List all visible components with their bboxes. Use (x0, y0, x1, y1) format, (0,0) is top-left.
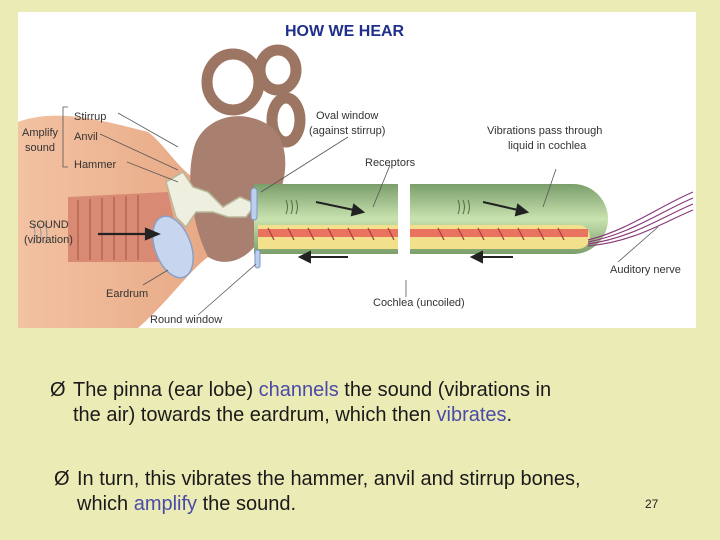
bullet-pinna: Ø The pinna (ear lobe) channels the soun… (50, 378, 700, 428)
label-auditory-nerve: Auditory nerve (610, 264, 681, 276)
ear-diagram-svg: HOW WE HEAR Stirrup Anvil Hammer Amplify… (18, 23, 694, 328)
label-round-window: Round window (150, 314, 222, 326)
diagram-title: HOW WE HEAR (285, 23, 405, 40)
bullet-marker: Ø (54, 468, 70, 490)
auditory-nerve (587, 191, 694, 247)
cochlea-arrows (297, 201, 530, 264)
bullet-ossicles: Ø In turn, this vibrates the hammer, anv… (54, 467, 704, 517)
label-hammer: Hammer (74, 159, 117, 171)
label-eardrum: Eardrum (106, 288, 148, 300)
bullet-ossicles-line2: which amplify the sound. (77, 493, 297, 515)
label-vibrations-pass: Vibrations pass through (487, 125, 602, 137)
bullet-marker: Ø (50, 379, 66, 401)
label-vibration: (vibration) (24, 234, 73, 246)
wave-marks-right (457, 199, 470, 215)
label-sound: sound (25, 142, 55, 154)
round-window (254, 249, 261, 269)
bullet-pinna-line2: the air) towards the eardrum, which then… (73, 404, 513, 426)
highlight-amplify: amplify (133, 493, 198, 515)
label-sound-caps: SOUND (29, 219, 69, 231)
receptor-lines (267, 227, 565, 241)
label-amplify: Amplify (22, 127, 59, 139)
semicircular-canals (201, 44, 306, 148)
cochlea-gap (398, 177, 410, 272)
receptor-strip (258, 229, 588, 237)
label-receptors: Receptors (365, 157, 416, 169)
bullet-ossicles-line1: In turn, this vibrates the hammer, anvil… (77, 468, 581, 490)
oval-window (250, 187, 258, 221)
sound-arrow (98, 227, 161, 241)
ear-diagram: HOW WE HEAR Stirrup Anvil Hammer Amplify… (18, 12, 696, 328)
eardrum-shape (152, 215, 194, 279)
sound-waves (32, 223, 48, 245)
label-cochlea-uncoiled: Cochlea (uncoiled) (373, 297, 465, 309)
highlight-channels: channels (258, 379, 339, 401)
page-number: 27 (645, 497, 659, 511)
label-against-stirrup: (against stirrup) (309, 125, 385, 137)
label-stirrup: Stirrup (74, 111, 106, 123)
wave-marks-left (285, 199, 298, 215)
highlight-vibrates: vibrates (436, 404, 507, 426)
label-anvil: Anvil (74, 131, 98, 143)
bullet-pinna-line1: The pinna (ear lobe) channels the sound … (73, 379, 552, 401)
label-oval-window: Oval window (316, 110, 378, 122)
ear-canal-stripes (77, 195, 139, 260)
leader-lines (62, 106, 659, 316)
label-liquid-cochlea: liquid in cochlea (508, 140, 587, 152)
